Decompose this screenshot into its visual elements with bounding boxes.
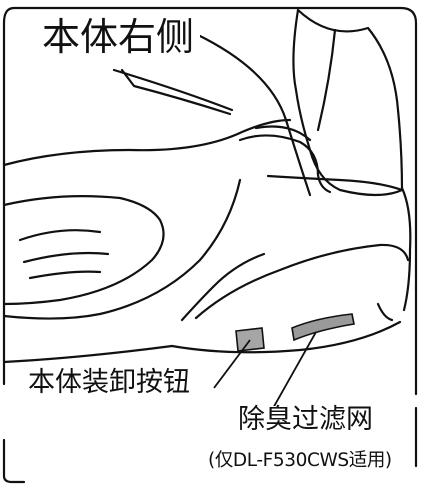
body-side-line (254, 125, 312, 142)
body-right-small-arc (376, 302, 394, 322)
body-side-curve (180, 252, 266, 322)
mount-button-leader (213, 339, 251, 389)
frame-border-bottom-left (2, 438, 26, 484)
seat-curve (2, 195, 165, 306)
frame-border-left (2, 6, 16, 386)
seat-lower-curve (2, 178, 242, 320)
filter-shape (291, 313, 355, 342)
body-bottom-edge (170, 320, 402, 354)
seat-inner-lines (18, 229, 110, 280)
body-front-panel (194, 243, 410, 320)
body-right-contour (400, 186, 412, 312)
seat-top-edge (2, 118, 292, 167)
mount-button-label: 本体装卸按钮 (26, 367, 192, 398)
frame-border (12, 6, 418, 396)
lid-edge (112, 68, 234, 112)
body-right-panel (266, 174, 404, 192)
lid-inner-edge (120, 68, 232, 116)
hand-outline (292, 8, 404, 197)
mount-button-shape (235, 327, 265, 352)
filter-note: (仅DL-F530CWS适用) (206, 450, 394, 471)
page-title: 本体右侧 (36, 18, 201, 56)
hand-finger-line (316, 28, 337, 132)
base-line (2, 344, 174, 364)
body-side-upper (238, 134, 332, 194)
filter-label: 除臭过滤网 (236, 404, 375, 435)
lid-outline (194, 32, 312, 197)
filter-leader (271, 331, 317, 411)
